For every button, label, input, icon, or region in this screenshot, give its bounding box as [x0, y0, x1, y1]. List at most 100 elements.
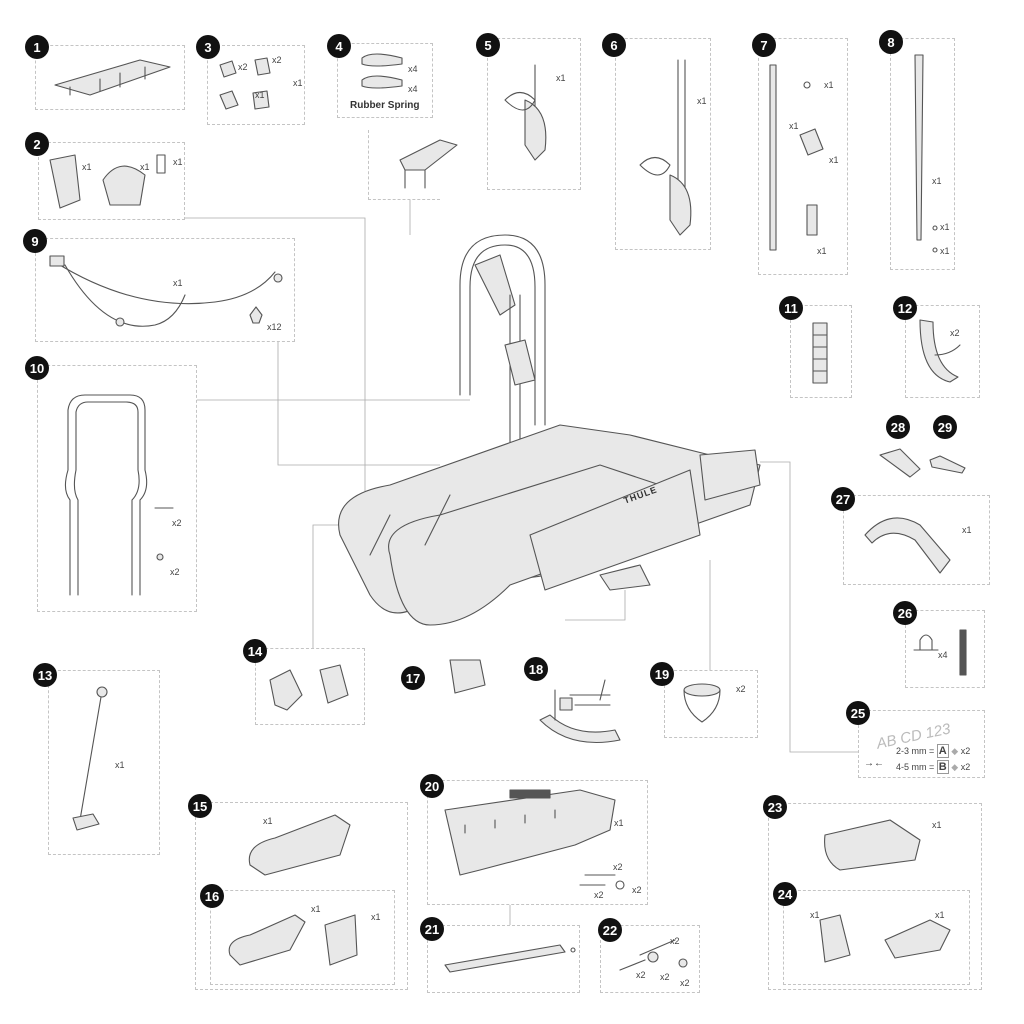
frame-holder-short-drawing — [504, 64, 547, 161]
part-27-box — [843, 495, 990, 585]
foot-plate-drawing — [54, 59, 171, 96]
quantity-label: x1 — [371, 912, 381, 922]
quantity-label: x2 — [632, 885, 642, 895]
rail-drawing — [444, 944, 576, 973]
part-3-box — [207, 45, 305, 125]
quantity-label: x1 — [311, 904, 321, 914]
shackle-set-drawing — [913, 629, 967, 676]
rubber-spring-label: Rubber Spring — [350, 100, 420, 111]
part-number-badge: 12 — [893, 296, 917, 320]
part-number-badge: 19 — [650, 662, 674, 686]
quantity-label: x1 — [173, 157, 183, 167]
quantity-label: x2 — [238, 62, 248, 72]
quantity-label: x1 — [697, 96, 707, 106]
quantity-label: x4 — [408, 84, 418, 94]
part-number-badge: 22 — [598, 918, 622, 942]
quantity-label: x1 — [932, 176, 942, 186]
quantity-label: x1 — [940, 222, 950, 232]
quantity-label: x2 — [680, 978, 690, 988]
part-13-box — [48, 670, 160, 855]
part-number-badge: 7 — [752, 33, 776, 57]
bolt-set-drawing — [619, 939, 688, 971]
light-housing-right-drawing — [824, 819, 921, 871]
cable-set-drawing — [49, 255, 283, 327]
part-14-box — [255, 648, 365, 725]
quantity-label: x1 — [829, 155, 839, 165]
range-text: 4-5 mm = — [896, 762, 935, 772]
part-9-box — [35, 238, 295, 342]
quantity-label: x2 — [960, 762, 971, 772]
quantity-label: x2 — [660, 972, 670, 982]
quantity-label: x2 — [170, 567, 180, 577]
part-10-box — [37, 365, 197, 612]
quantity-label: x2 — [960, 746, 971, 756]
part-5-box — [487, 38, 581, 190]
quantity-label: x2 — [670, 936, 680, 946]
quantity-label: x1 — [173, 278, 183, 288]
light-cover-right-set-drawing — [819, 914, 951, 963]
wheel-holder-drawing — [919, 319, 961, 383]
part-19-box — [664, 670, 758, 738]
quantity-label: x1 — [932, 820, 942, 830]
clip-set-drawing — [219, 57, 271, 110]
quantity-label: x1 — [940, 246, 950, 256]
part-number-badge: 15 — [188, 794, 212, 818]
quantity-label: x1 — [962, 525, 972, 535]
part-number-badge: 3 — [196, 35, 220, 59]
part-21-box — [427, 925, 580, 993]
quantity-label: x2 — [172, 518, 182, 528]
part-number-badge: 16 — [200, 884, 224, 908]
quantity-label: x1 — [115, 760, 125, 770]
light-housing-left-drawing — [248, 814, 351, 876]
part-23-box — [768, 803, 982, 990]
part-11-box — [790, 305, 852, 398]
part-number-badge: 14 — [243, 639, 267, 663]
end-cap-drawing — [269, 664, 349, 711]
part-number-badge: 26 — [893, 601, 917, 625]
handlebar-frame-drawing — [64, 394, 174, 596]
quantity-label: x1 — [817, 246, 827, 256]
part-number-badge: 18 — [524, 657, 548, 681]
part-4-box — [337, 43, 433, 118]
strap-set-drawing — [769, 64, 824, 251]
part-8-box — [890, 38, 955, 270]
part-number-badge: 23 — [763, 795, 787, 819]
quantity-label: x4 — [408, 64, 418, 74]
light-cover-set-drawing — [228, 914, 358, 966]
quantity-label: x1 — [556, 73, 566, 83]
part-number-badge: 9 — [23, 229, 47, 253]
arm-rod-drawing — [72, 686, 108, 831]
part-number-badge: 17 — [401, 666, 425, 690]
part-number-badge: 10 — [25, 356, 49, 380]
part-number-badge: 28 — [886, 415, 910, 439]
part-12-box — [905, 305, 980, 398]
part-22-box — [600, 925, 700, 993]
plate-size-row-b: 4-5 mm = B ◆ x2 — [896, 760, 971, 774]
range-text: 2-3 mm = — [896, 746, 935, 756]
lock-and-key-drawing — [879, 448, 966, 478]
lock-lever-drawing — [49, 154, 166, 209]
part-number-badge: 2 — [25, 132, 49, 156]
part-number-badge: 8 — [879, 30, 903, 54]
part-number-badge: 1 — [25, 35, 49, 59]
frame-holder-long-drawing — [639, 59, 692, 236]
spacer-icon: ◆ — [951, 746, 959, 756]
part-25-box — [858, 710, 985, 778]
part-6-box — [615, 38, 711, 250]
part-number-badge: 11 — [779, 296, 803, 320]
part-15-box — [195, 802, 408, 990]
part-2-box — [38, 142, 185, 220]
part-number-badge: 29 — [933, 415, 957, 439]
rubber-spring-drawing — [361, 53, 403, 89]
quantity-label: x4 — [938, 650, 948, 660]
strap-pad-drawing — [812, 322, 828, 384]
cover-cap-drawing — [449, 659, 486, 694]
ratchet-strap-drawing — [914, 54, 938, 253]
part-number-badge: 4 — [327, 34, 351, 58]
quantity-label: x2 — [636, 970, 646, 980]
quantity-label: x1 — [140, 162, 150, 172]
thickness-arrows-icon: →← — [864, 758, 884, 769]
bike-carrier-assembly-drawing — [338, 234, 761, 626]
license-plate-holder-drawing — [444, 789, 625, 890]
part-number-badge: 20 — [420, 774, 444, 798]
